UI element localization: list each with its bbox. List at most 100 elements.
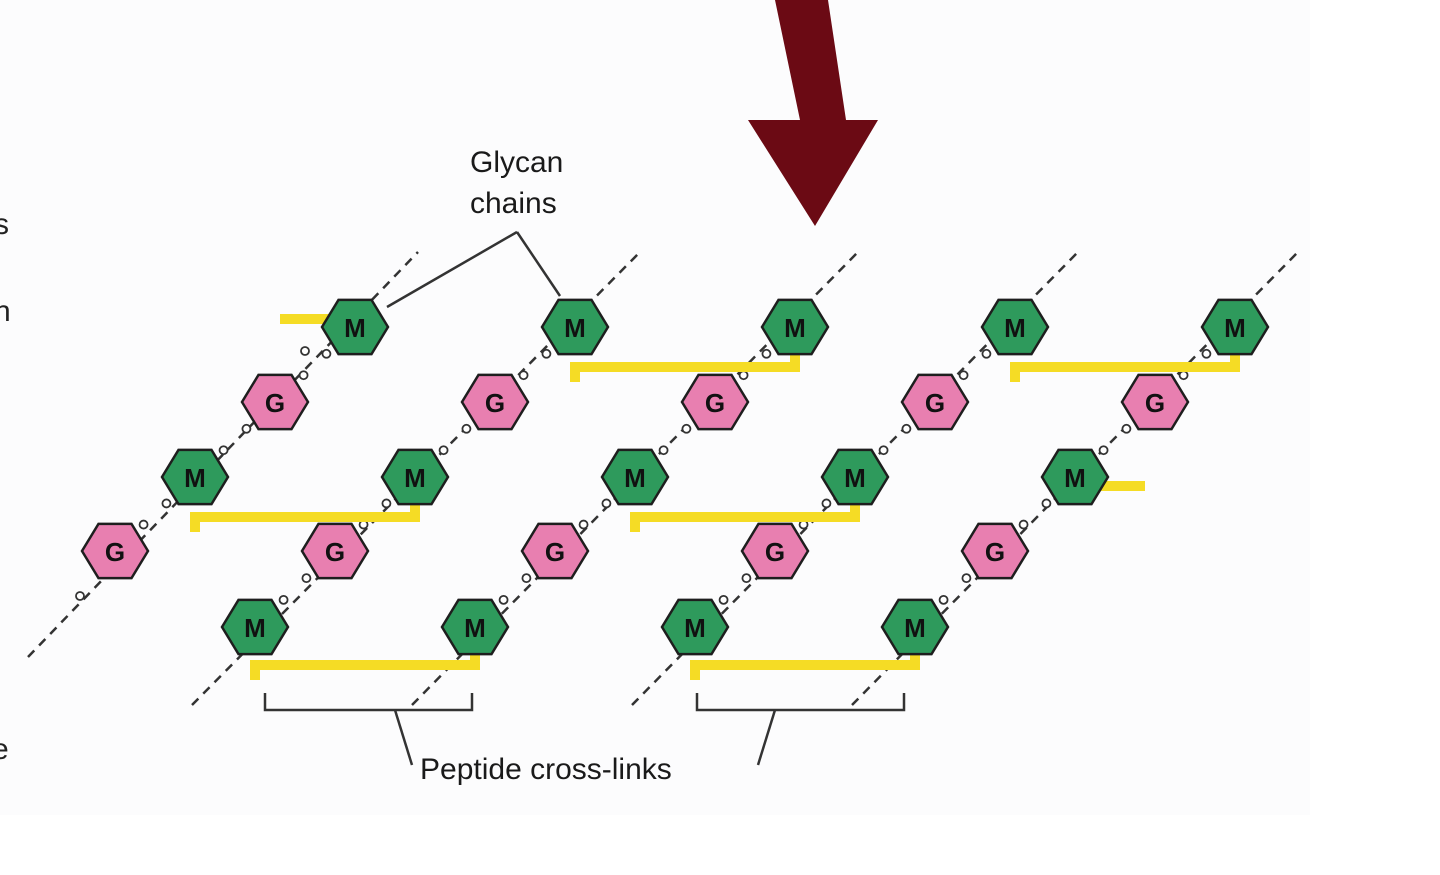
nag-label: G	[925, 388, 945, 418]
nam-hexagon	[160, 448, 230, 506]
nam-label: M	[464, 613, 486, 643]
peptide-bracket-left	[263, 693, 474, 712]
peptide-cross-link-2-left-stem	[1010, 362, 1020, 382]
glycosidic-bond-end-2	[300, 346, 310, 356]
glycosidic-bond-end-1	[75, 591, 85, 601]
glycosidic-bond-8a	[761, 348, 772, 359]
peptide-cross-link-4-left-stem	[630, 512, 640, 532]
nam-sugar-12: M	[600, 448, 670, 506]
peptide-callout-line-right	[756, 709, 777, 766]
nam-hexagon	[600, 448, 670, 506]
nam-label: M	[844, 463, 866, 493]
nag-sugar-16: G	[900, 373, 970, 431]
glycosidic-bond-15b	[718, 594, 729, 605]
nam-hexagon	[1200, 298, 1270, 356]
nam-label: M	[684, 613, 706, 643]
glycosidic-bond-3b	[138, 519, 149, 530]
nam-label: M	[404, 463, 426, 493]
glycosidic-bond-14a	[821, 498, 832, 509]
glycosidic-bond-12b	[958, 370, 969, 381]
nam-sugar-19: M	[660, 598, 730, 656]
nag-sugar-2: G	[240, 373, 310, 431]
cropped-text-fragment-2: n	[0, 295, 11, 328]
nam-hexagon	[320, 298, 390, 356]
nam-sugar-9: M	[220, 598, 290, 656]
nam-hexagon	[380, 448, 450, 506]
peptide-cross-links-callout	[263, 693, 906, 766]
nam-hexagon	[220, 598, 290, 656]
glycosidic-bond-13b	[878, 445, 889, 456]
peptide-cross-link-3-left-stem	[190, 512, 200, 532]
glycosidic-bond-13a	[901, 423, 912, 434]
glycan-callout-line-left	[386, 230, 518, 309]
glycan-label-line2: chains	[470, 187, 557, 220]
nam-hexagon	[1040, 448, 1110, 506]
nam-label: M	[184, 463, 206, 493]
nag-hexagon	[1120, 373, 1190, 431]
nag-hexagon	[680, 373, 750, 431]
glycosidic-bond-8b	[738, 370, 749, 381]
nag-hexagon	[460, 373, 530, 431]
peptide-stub-left	[280, 314, 330, 324]
nam-sugar-7: M	[380, 448, 450, 506]
glycosidic-bond-18a	[1041, 498, 1052, 509]
nam-hexagon	[820, 448, 890, 506]
nag-hexagon	[960, 522, 1030, 580]
nam-label: M	[784, 313, 806, 343]
glycosidic-bond-3a	[161, 498, 172, 509]
nag-sugar-4: G	[80, 522, 150, 580]
peptide-callout-line-left	[393, 709, 414, 766]
nag-hexagon	[80, 522, 150, 580]
nam-sugar-24: M	[880, 598, 950, 656]
glycosidic-bond-7b	[278, 594, 289, 605]
nag-label: G	[485, 388, 505, 418]
nag-label: G	[325, 537, 345, 567]
nam-label: M	[624, 463, 646, 493]
glycosidic-bond-4b	[518, 370, 529, 381]
nam-sugar-15: M	[980, 298, 1050, 356]
glycosidic-bond-17a	[1121, 423, 1132, 434]
glycosidic-bond-10a	[601, 498, 612, 509]
nag-sugar-11: G	[680, 373, 750, 431]
nag-hexagon	[740, 522, 810, 580]
nag-sugar-13: G	[520, 522, 590, 580]
glycosidic-bond-5b	[438, 445, 449, 456]
nam-sugar-14: M	[440, 598, 510, 656]
nam-sugar-5: M	[540, 298, 610, 356]
nam-label: M	[244, 613, 266, 643]
nam-sugar-10: M	[760, 298, 830, 356]
nag-label: G	[105, 537, 125, 567]
peptide-bracket-right	[695, 693, 906, 712]
glycosidic-bond-11a	[521, 573, 532, 584]
nag-label: G	[545, 537, 565, 567]
nag-hexagon	[300, 522, 370, 580]
nam-sugar-20: M	[1200, 298, 1270, 356]
peptide-cross-link-6-left-stem	[690, 660, 700, 680]
nam-hexagon	[880, 598, 950, 656]
glycan-chains-callout: Glycan chains	[386, 146, 563, 309]
glycosidic-bond-5a	[461, 423, 472, 434]
nag-label: G	[705, 388, 725, 418]
glycosidic-bond-2b	[218, 445, 229, 456]
glycosidic-bond-4a	[541, 348, 552, 359]
nam-sugar-3: M	[160, 448, 230, 506]
nam-sugar-1: M	[320, 298, 390, 356]
glycosidic-bond-16b	[1178, 370, 1189, 381]
glycan-callout-line-right	[515, 231, 562, 297]
nag-label: G	[765, 537, 785, 567]
peptide-stub-right	[1100, 481, 1145, 491]
glycosidic-bond-17b	[1098, 445, 1109, 456]
peptide-cross-link-5-left-stem	[250, 660, 260, 680]
nam-label: M	[1064, 463, 1086, 493]
glycosidic-bond-9a	[681, 423, 692, 434]
glycosidic-bond-1a	[321, 348, 332, 359]
peptide-cross-link-4	[630, 512, 860, 522]
peptide-cross-link-1-left-stem	[570, 362, 580, 382]
nag-sugar-8: G	[300, 522, 370, 580]
glycosidic-bond-9b	[658, 445, 669, 456]
glycan-label-line1: Glycan	[470, 146, 563, 179]
glycosidic-bond-16a	[1201, 348, 1212, 359]
nag-sugar-21: G	[1120, 373, 1190, 431]
